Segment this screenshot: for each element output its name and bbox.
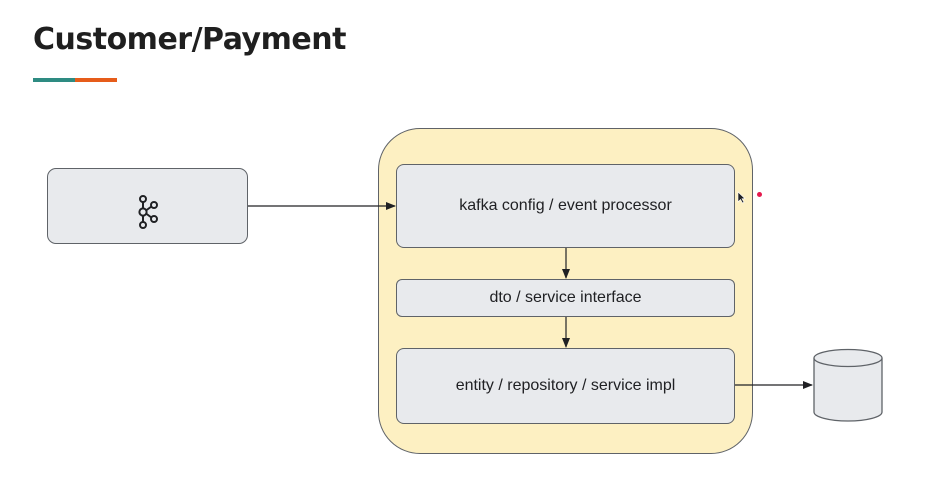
database-icon bbox=[813, 348, 883, 422]
layer-entity-label: entity / repository / service impl bbox=[455, 377, 676, 394]
layer-dto-service-interface: dto / service interface bbox=[396, 279, 735, 317]
laser-pointer-dot bbox=[757, 192, 762, 197]
title-accent-orange bbox=[75, 78, 117, 82]
layer-kafka-config-label: kafka config / event processor bbox=[459, 197, 672, 214]
mouse-pointer-icon bbox=[737, 191, 746, 204]
layer-dto-label: dto / service interface bbox=[489, 289, 642, 306]
layer-kafka-config: kafka config / event processor bbox=[396, 164, 735, 248]
kafka-source-box bbox=[47, 168, 248, 244]
title-accent-teal bbox=[33, 78, 75, 82]
slide-title: Customer/Payment bbox=[33, 22, 346, 57]
layer-entity-repository: entity / repository / service impl bbox=[396, 348, 735, 424]
kafka-icon bbox=[138, 195, 158, 229]
